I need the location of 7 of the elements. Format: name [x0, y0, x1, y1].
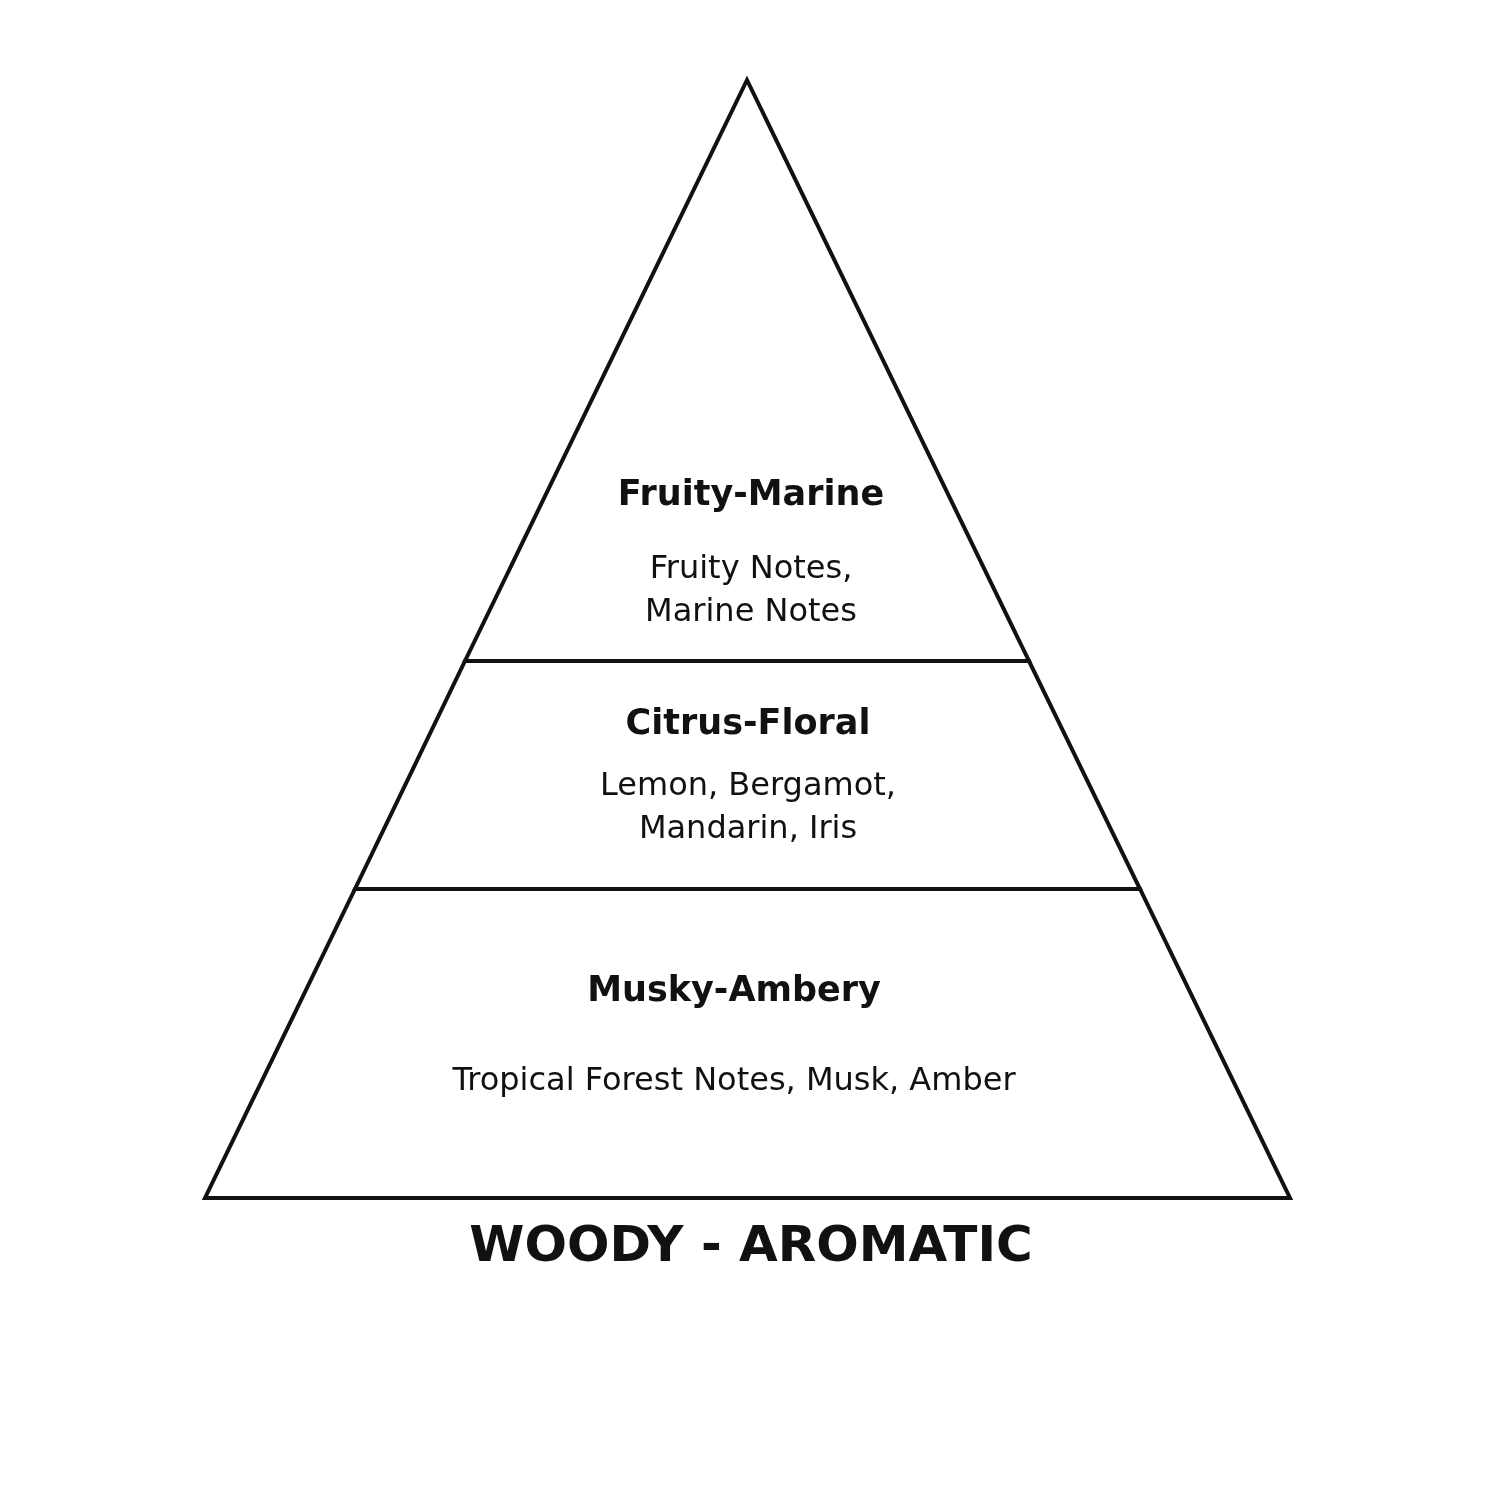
note-list: Fruity Notes, Marine Notes — [616, 546, 886, 632]
tier-heading: Fruity-Marine — [617, 472, 885, 514]
pyramid-caption: WOODY - AROMATIC — [469, 1214, 1033, 1274]
tier-heading: Citrus-Floral — [625, 701, 871, 743]
tier-heading: Musky-Ambery — [587, 968, 881, 1010]
note-list: Tropical Forest Notes, Musk, Amber — [452, 1058, 1016, 1101]
note-list: Lemon, Bergamot, Mandarin, Iris — [573, 763, 923, 849]
